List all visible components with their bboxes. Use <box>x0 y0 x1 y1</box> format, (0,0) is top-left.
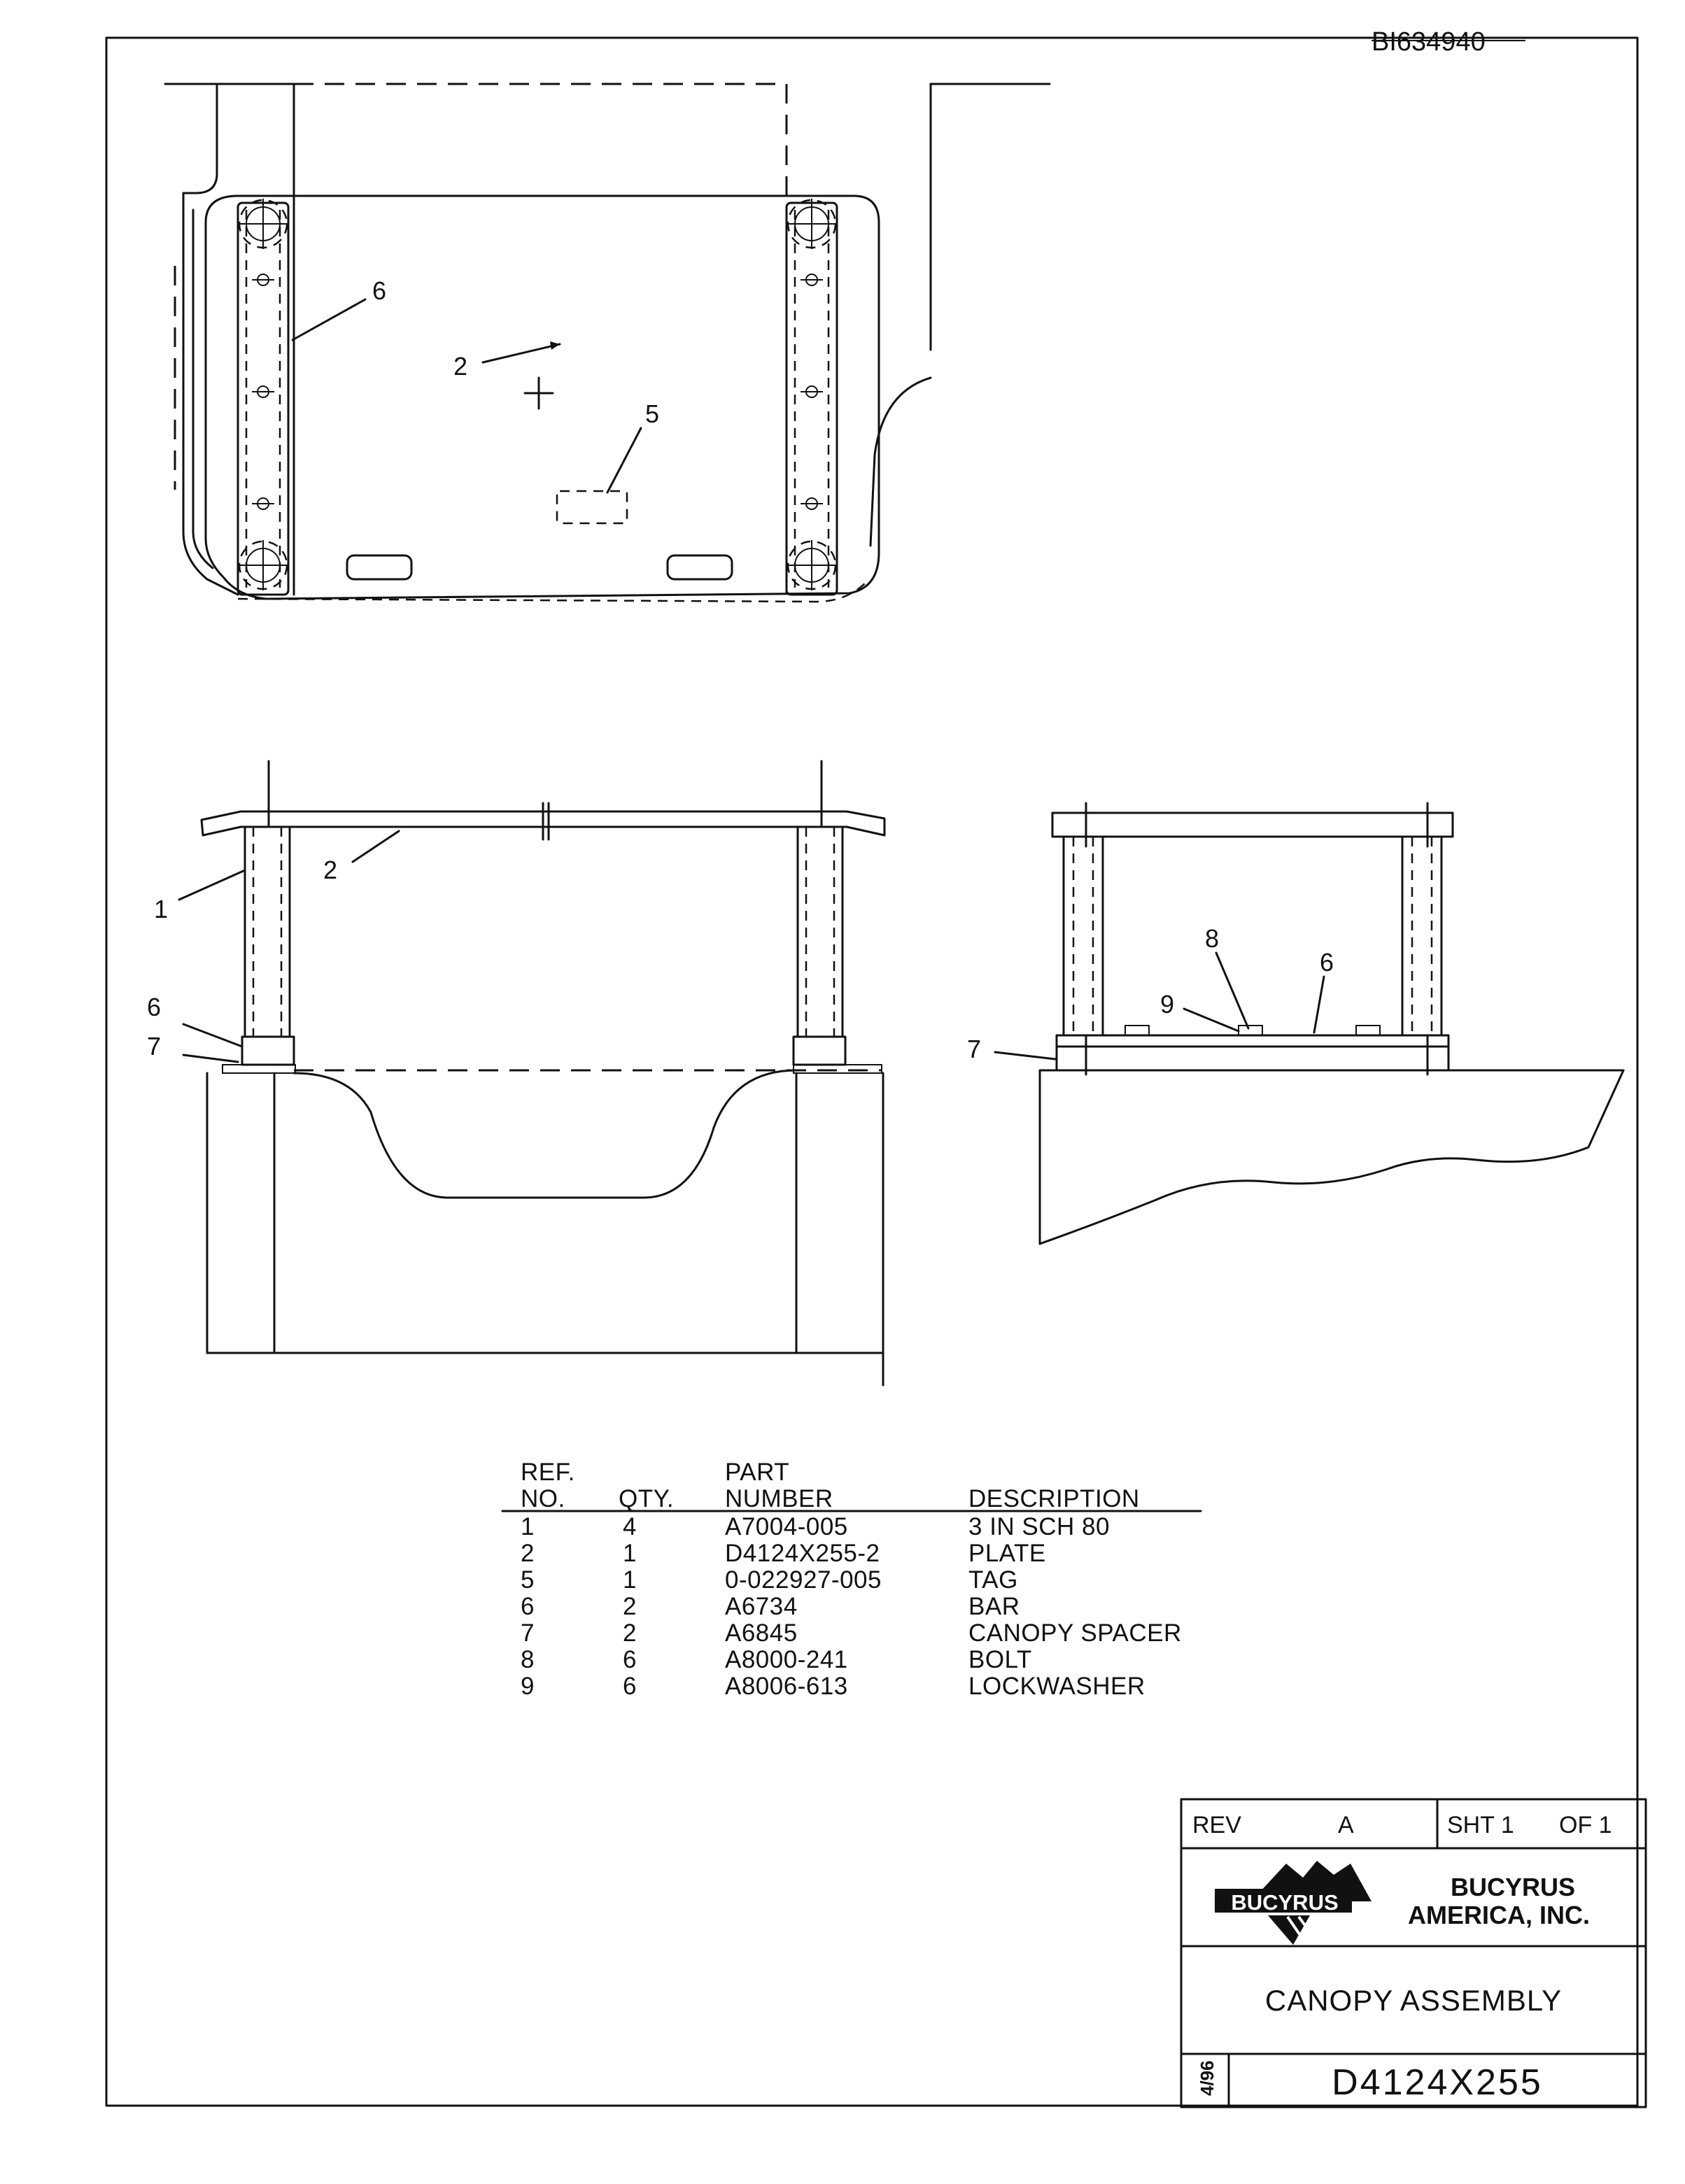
callout-plan-2: 2 <box>453 352 467 381</box>
rev-value: A <box>1338 1812 1354 1838</box>
svg-text:2: 2 <box>521 1540 535 1567</box>
header-qty: QTY. <box>619 1485 674 1512</box>
table-row: 9 6 A8006-613 LOCKWASHER <box>521 1673 1145 1700</box>
rev-label: REV <box>1192 1812 1241 1838</box>
svg-text:7: 7 <box>521 1619 535 1647</box>
sheet-of: OF 1 <box>1559 1812 1612 1838</box>
svg-text:2: 2 <box>623 1593 637 1620</box>
svg-text:6: 6 <box>521 1593 535 1620</box>
callout-plan-5: 5 <box>645 399 659 428</box>
svg-text:A6734: A6734 <box>725 1593 798 1620</box>
svg-text:A8006-613: A8006-613 <box>725 1673 848 1700</box>
header-ref-line1: REF. <box>521 1459 575 1486</box>
callout-side-6: 6 <box>1320 948 1334 977</box>
table-row: 2 1 D4124X255-2 PLATE <box>521 1540 1046 1567</box>
svg-text:BAR: BAR <box>968 1593 1020 1620</box>
bucyrus-logo: BUCYRUS <box>1215 1861 1372 1945</box>
document-id: BI634940 <box>1372 27 1486 57</box>
plan-view: 6 2 5 <box>164 83 1051 603</box>
callout-plan-6: 6 <box>372 276 386 305</box>
svg-text:A8000-241: A8000-241 <box>725 1646 848 1673</box>
svg-text:D4124X255-2: D4124X255-2 <box>725 1540 880 1567</box>
drawing-number: D4124X255 <box>1332 2062 1543 2103</box>
callout-front-1: 1 <box>154 895 168 923</box>
table-row: 5 1 0-022927-005 TAG <box>521 1566 1018 1594</box>
svg-text:BUCYRUS: BUCYRUS <box>1231 1890 1338 1915</box>
svg-text:PLATE: PLATE <box>968 1540 1046 1567</box>
callout-side-7: 7 <box>967 1035 981 1063</box>
svg-text:9: 9 <box>521 1673 535 1700</box>
svg-text:LOCKWASHER: LOCKWASHER <box>968 1673 1145 1700</box>
header-part-line1: PART <box>725 1459 789 1486</box>
svg-text:8: 8 <box>521 1646 535 1673</box>
callout-front-7: 7 <box>147 1032 161 1061</box>
table-row: 6 2 A6734 BAR <box>521 1593 1020 1620</box>
header-ref-line2: NO. <box>521 1485 565 1512</box>
svg-text:6: 6 <box>623 1673 637 1700</box>
header-description: DESCRIPTION <box>968 1485 1140 1512</box>
table-row: 7 2 A6845 CANOPY SPACER <box>521 1619 1182 1647</box>
sheet-number: SHT 1 <box>1447 1812 1514 1838</box>
table-row: 1 4 A7004-005 3 IN SCH 80 <box>521 1513 1110 1540</box>
svg-text:1: 1 <box>521 1513 535 1540</box>
svg-text:5: 5 <box>521 1566 535 1594</box>
drawing-title: CANOPY ASSEMBLY <box>1265 1984 1562 2017</box>
callout-front-6: 6 <box>147 993 161 1021</box>
drawing-date: 4/96 <box>1197 2060 1218 2096</box>
svg-text:BOLT: BOLT <box>968 1646 1032 1673</box>
svg-text:TAG: TAG <box>968 1566 1018 1594</box>
title-block: REV A SHT 1 OF 1 BUCYRUS BUCYRUS AMERICA… <box>1180 1798 1647 2108</box>
company-name-line1: BUCYRUS <box>1451 1873 1575 1901</box>
svg-text:0-022927-005: 0-022927-005 <box>725 1566 882 1594</box>
svg-text:1: 1 <box>623 1566 637 1594</box>
svg-text:1: 1 <box>623 1540 637 1567</box>
callout-side-9: 9 <box>1160 990 1174 1019</box>
parts-table: REF. NO. QTY. PART NUMBER DESCRIPTION 1 … <box>501 1459 1202 1700</box>
sheet-border <box>105 36 1639 2107</box>
front-view: 2 1 6 7 <box>147 760 886 1387</box>
svg-text:A6845: A6845 <box>725 1619 798 1647</box>
svg-text:3 IN SCH 80: 3 IN SCH 80 <box>968 1513 1110 1540</box>
header-part-line2: NUMBER <box>725 1485 833 1512</box>
callout-front-2: 2 <box>323 856 337 884</box>
callout-side-8: 8 <box>1205 924 1219 953</box>
table-row: 8 6 A8000-241 BOLT <box>521 1646 1032 1673</box>
svg-text:2: 2 <box>623 1619 637 1647</box>
svg-text:4: 4 <box>623 1513 637 1540</box>
svg-text:CANOPY SPACER: CANOPY SPACER <box>968 1619 1182 1647</box>
side-view: 8 6 9 7 <box>967 802 1625 1245</box>
svg-text:6: 6 <box>623 1646 637 1673</box>
company-name-line2: AMERICA, INC. <box>1408 1901 1590 1929</box>
svg-text:A7004-005: A7004-005 <box>725 1513 848 1540</box>
